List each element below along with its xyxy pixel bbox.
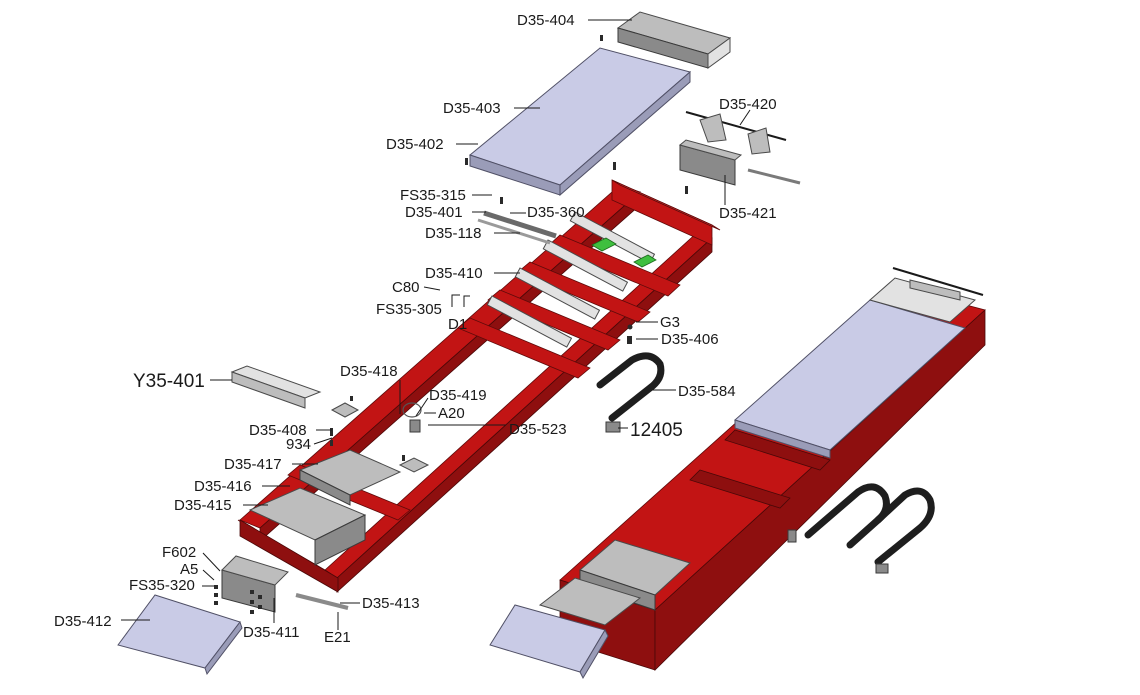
label-y35-401: Y35-401 xyxy=(133,371,205,392)
right-runway-assembled xyxy=(489,267,986,680)
label-d35-417: D35-417 xyxy=(224,456,282,473)
part-y35-401 xyxy=(230,365,322,409)
left-runway-frame xyxy=(237,179,721,593)
label-d35-360: D35-360 xyxy=(527,204,585,221)
label-d35-408: D35-408 xyxy=(249,422,307,439)
part-d35-420 xyxy=(685,111,787,155)
part-d35-411 xyxy=(221,555,289,613)
label-d35-411: D35-411 xyxy=(243,624,299,641)
label-a20: A20 xyxy=(438,405,465,422)
label-c80: C80 xyxy=(392,279,420,296)
ramp-d35-412 xyxy=(117,594,243,676)
drag-chain-right xyxy=(787,483,935,574)
label-12405: 12405 xyxy=(630,420,683,441)
callouts: D35-404 D35-403 D35-402 D35-420 D35-421 … xyxy=(54,12,777,646)
label-d35-415: D35-415 xyxy=(174,497,232,514)
drag-chain-d35-584 xyxy=(596,352,665,433)
label-a5: A5 xyxy=(180,561,198,578)
part-d35-419-ring xyxy=(402,402,422,418)
label-d1: D1 xyxy=(448,316,467,333)
label-d35-420: D35-420 xyxy=(719,96,777,113)
label-d35-404: D35-404 xyxy=(517,12,575,29)
part-d35-421 xyxy=(678,139,801,186)
parts-d35-401-118 xyxy=(477,210,557,245)
label-e21: E21 xyxy=(324,629,351,646)
label-f602: F602 xyxy=(162,544,196,561)
label-d35-419: D35-419 xyxy=(429,387,487,404)
label-d35-402: D35-402 xyxy=(386,136,444,153)
label-d35-418: D35-418 xyxy=(340,363,398,380)
part-d35-417-plate xyxy=(398,457,430,473)
label-g3: G3 xyxy=(660,314,680,331)
label-fs35-305: FS35-305 xyxy=(376,301,442,318)
label-d35-401: D35-401 xyxy=(405,204,463,221)
label-fs35-320: FS35-320 xyxy=(129,577,195,594)
label-d35-584: D35-584 xyxy=(678,383,736,400)
label-d35-413: D35-413 xyxy=(362,595,420,612)
label-fs35-315: FS35-315 xyxy=(400,187,466,204)
label-d35-403: D35-403 xyxy=(443,100,501,117)
part-a20 xyxy=(409,419,421,433)
label-d35-406: D35-406 xyxy=(661,331,719,348)
label-d35-412: D35-412 xyxy=(54,613,112,630)
part-d35-413 xyxy=(295,593,349,610)
part-d35-404 xyxy=(616,11,732,69)
label-d35-410: D35-410 xyxy=(425,265,483,282)
label-d35-416: D35-416 xyxy=(194,478,252,495)
label-d35-118: D35-118 xyxy=(425,225,481,242)
part-d35-418-plate xyxy=(330,402,360,418)
fasteners xyxy=(214,35,688,614)
label-d35-523: D35-523 xyxy=(509,421,567,438)
label-934: 934 xyxy=(286,436,311,453)
label-d35-421: D35-421 xyxy=(719,205,777,222)
cover-plate-d35-403 xyxy=(468,47,692,197)
